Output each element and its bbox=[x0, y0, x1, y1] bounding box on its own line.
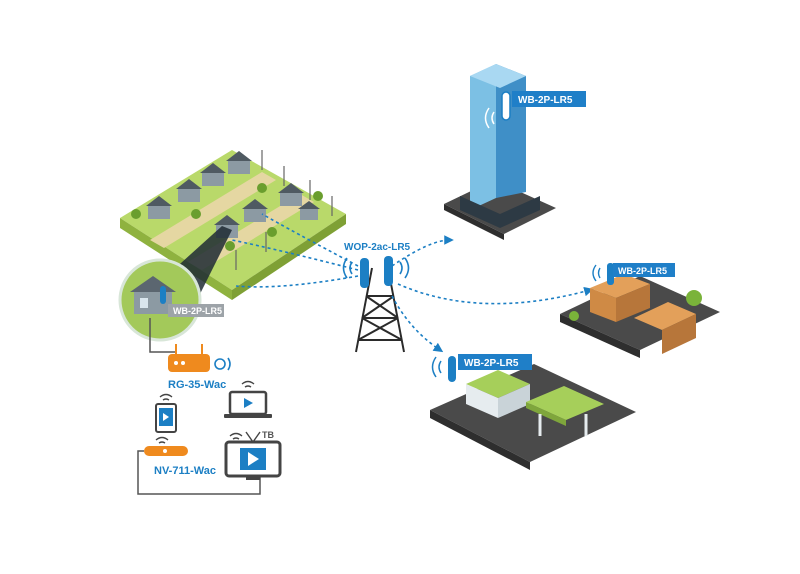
set-top-box-label: NV-711-Wac bbox=[154, 465, 216, 477]
gas-station-antenna-icon bbox=[448, 356, 456, 382]
tv-icon bbox=[224, 440, 282, 480]
skyscraper-antenna-icon bbox=[501, 91, 511, 121]
home-cpe-antenna-icon bbox=[160, 286, 166, 304]
skyscraper-illustration bbox=[444, 64, 556, 240]
tower-label: WOP-2ac-LR5 bbox=[344, 242, 411, 253]
school-antenna-icon bbox=[607, 263, 614, 285]
laptop-wifi-icon bbox=[241, 380, 255, 388]
village-illustration bbox=[120, 150, 346, 300]
gas-station-label-bg bbox=[458, 354, 532, 370]
set-top-box-icon bbox=[144, 446, 188, 456]
router-icon bbox=[168, 344, 210, 372]
skyscraper-wifi-icon bbox=[484, 107, 495, 129]
tv-antenna-icon bbox=[245, 431, 261, 443]
wireless-links bbox=[231, 213, 594, 353]
home-cpe-label-bg bbox=[168, 304, 224, 317]
set-top-box-wifi-icon bbox=[155, 436, 169, 444]
skyscraper-label-bg bbox=[512, 91, 586, 107]
home-cpe-label: WB-2P-LR5 bbox=[173, 306, 222, 316]
tablet-wifi-icon bbox=[159, 393, 173, 401]
gas-station-wifi-icon bbox=[431, 356, 442, 378]
tablet-icon bbox=[155, 403, 177, 433]
tv-wifi-icon bbox=[229, 432, 243, 440]
cpe-cable bbox=[149, 318, 176, 353]
router-wifi-icon bbox=[214, 357, 231, 371]
laptop-icon bbox=[224, 390, 272, 418]
school-illustration bbox=[560, 274, 720, 358]
gas-station-illustration bbox=[430, 364, 636, 470]
school-label-bg bbox=[613, 263, 675, 277]
gas-station-label: WB-2P-LR5 bbox=[464, 358, 519, 369]
tower-antenna-icon bbox=[360, 256, 393, 288]
skyscraper-label: WB-2P-LR5 bbox=[518, 95, 573, 106]
school-label: WB-2P-LR5 bbox=[618, 266, 667, 276]
school-wifi-icon bbox=[592, 264, 601, 282]
stb-cable bbox=[137, 450, 261, 495]
router-label: RG-35-Wac bbox=[168, 379, 226, 391]
tv-label: TB bbox=[262, 430, 274, 440]
